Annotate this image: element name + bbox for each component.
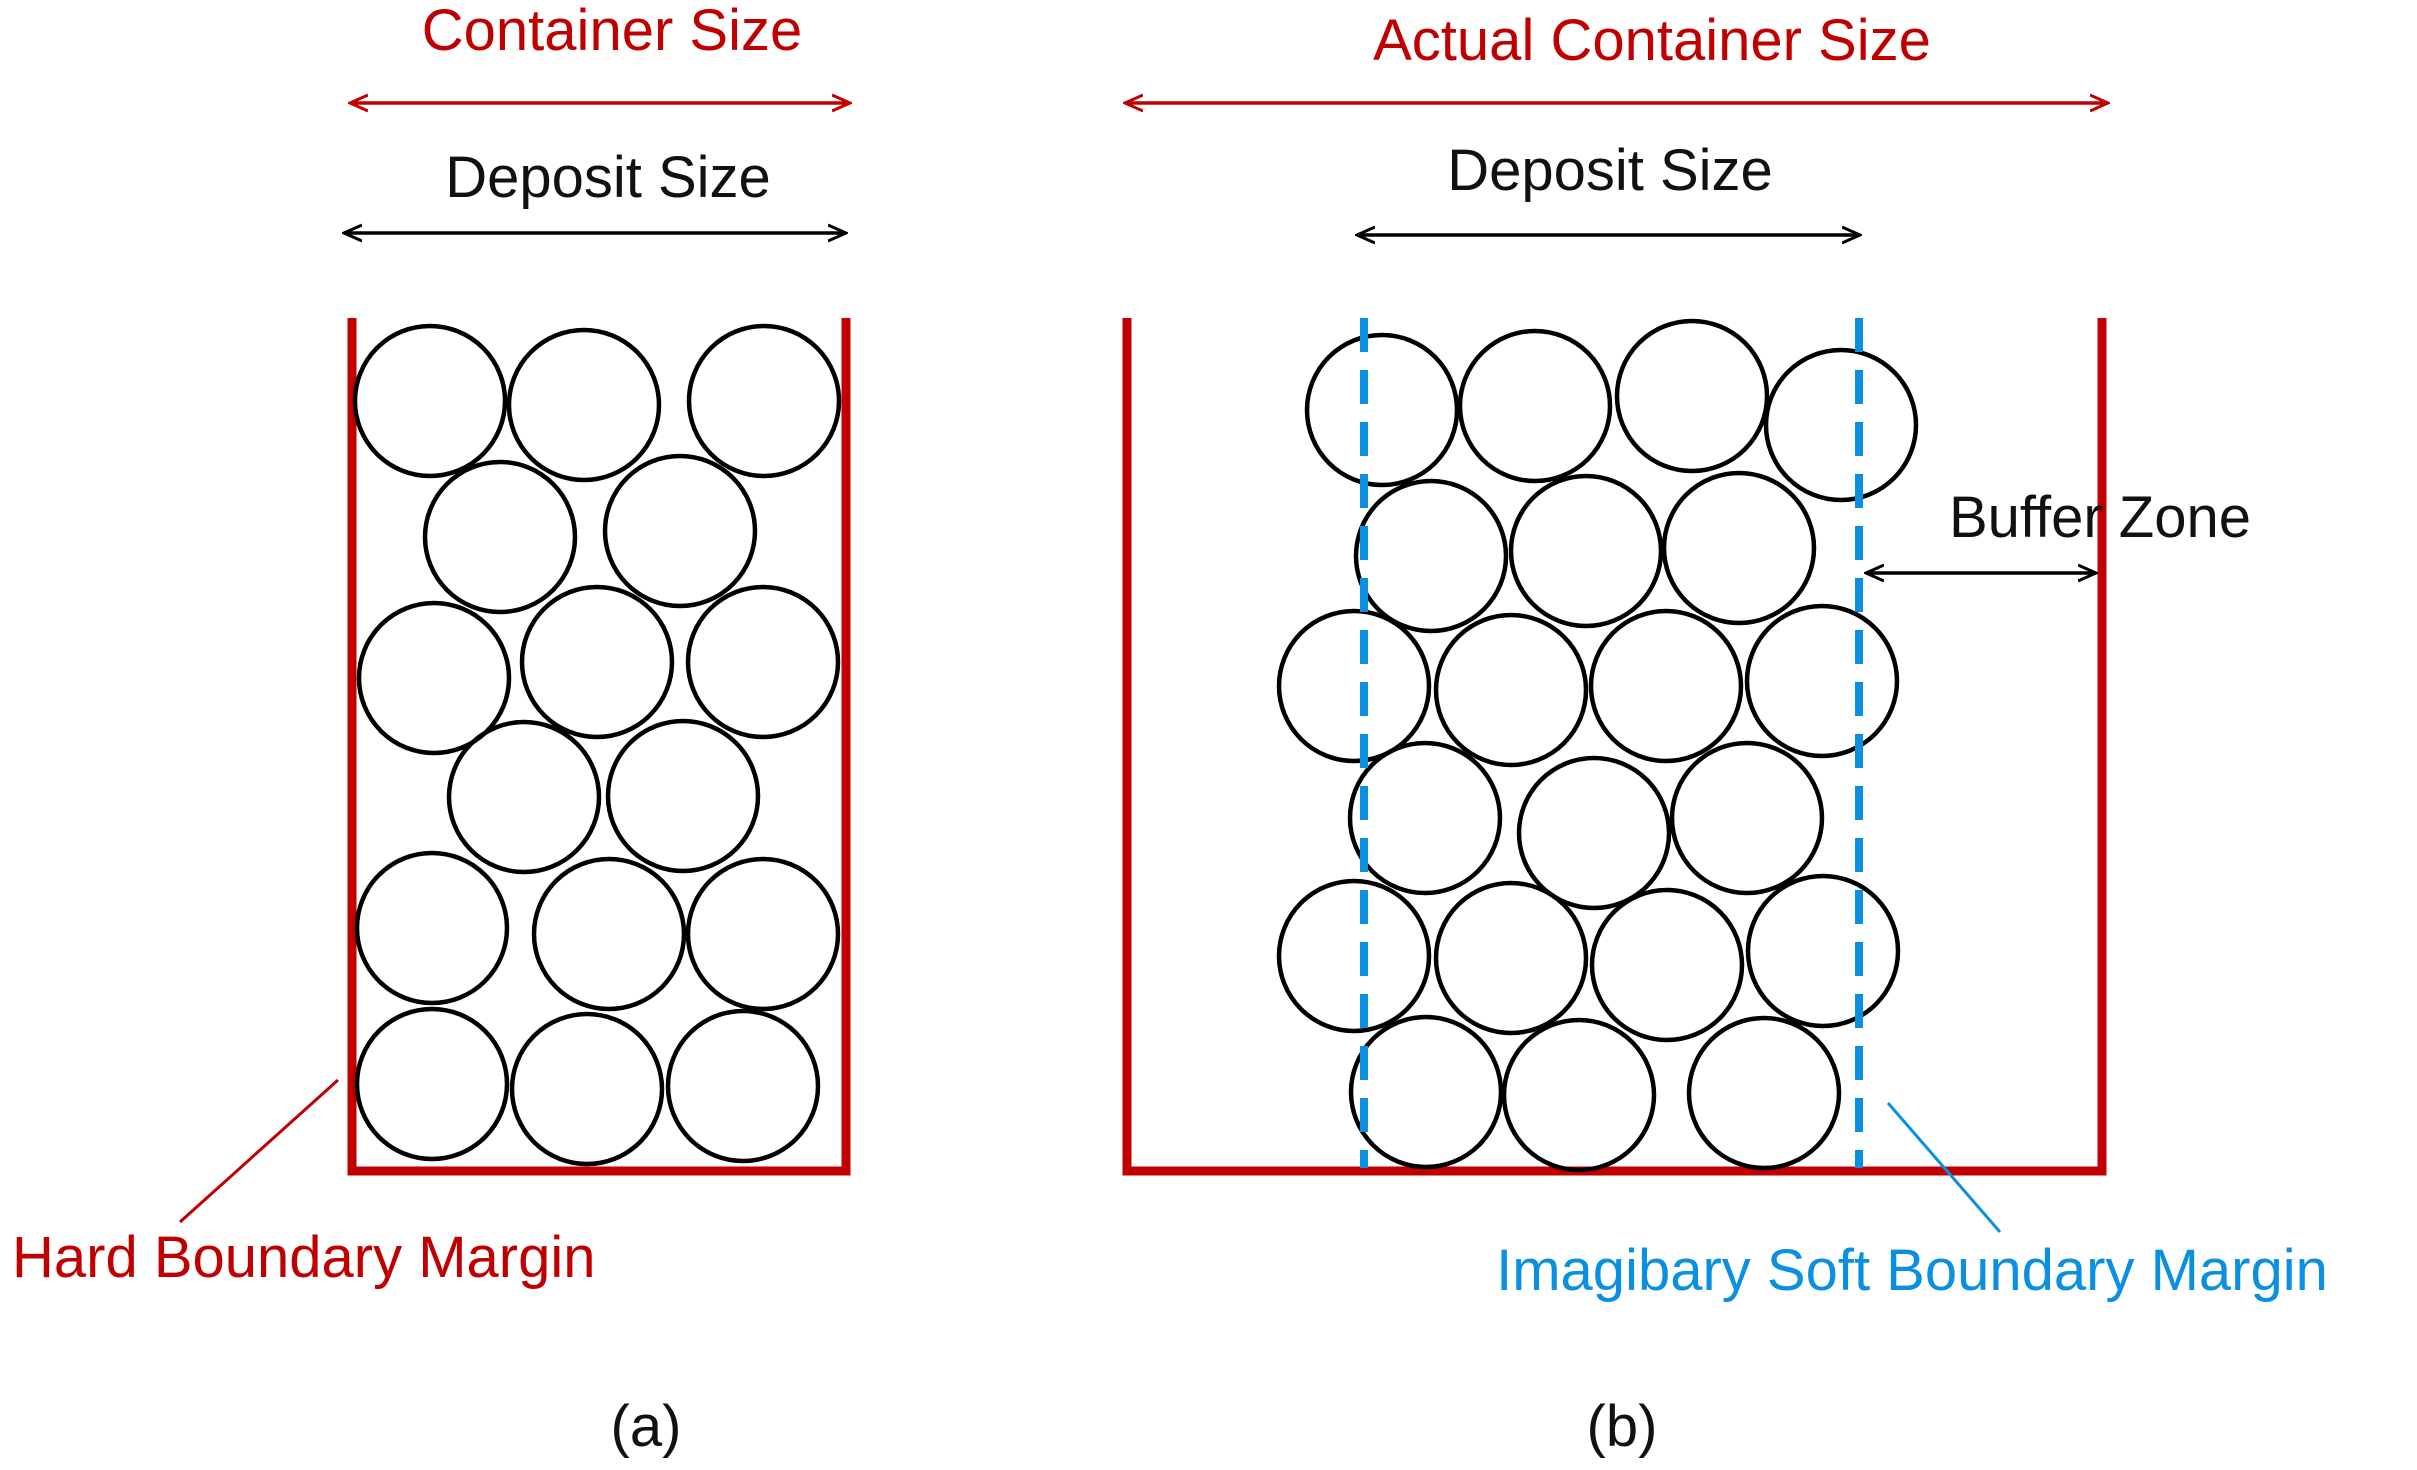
panel-b-soft-boundary-margin-label: Imagibary Soft Boundary Margin bbox=[1496, 1238, 2328, 1303]
particle bbox=[605, 718, 761, 874]
particle bbox=[1353, 478, 1509, 634]
panel-b-buffer-zone-label: Buffer Zone bbox=[1949, 485, 2251, 550]
particle bbox=[685, 584, 841, 740]
particle bbox=[1276, 608, 1432, 764]
panel-b-caption: (b) bbox=[1587, 1394, 1658, 1459]
particle bbox=[1745, 873, 1901, 1029]
panel-a: Container Size Deposit Size Hard Boundar… bbox=[12, 0, 850, 1459]
particle bbox=[1304, 332, 1460, 488]
panel-b-actual-container-size-label: Actual Container Size bbox=[1373, 8, 1931, 73]
particle bbox=[1276, 878, 1432, 1034]
panel-a-margin-leader-line bbox=[178, 1078, 340, 1224]
particle bbox=[1588, 608, 1744, 764]
particle bbox=[509, 1011, 665, 1167]
particle bbox=[1763, 347, 1919, 503]
particle bbox=[685, 856, 841, 1012]
particle bbox=[1501, 1017, 1657, 1173]
particle bbox=[352, 323, 508, 479]
particle bbox=[1433, 880, 1589, 1036]
panel-b-deposit-size-label: Deposit Size bbox=[1447, 138, 1773, 203]
particle bbox=[354, 850, 510, 1006]
particle bbox=[531, 856, 687, 1012]
panel-b-particles bbox=[1276, 318, 1919, 1173]
particle bbox=[602, 453, 758, 609]
panel-a-deposit-size-label: Deposit Size bbox=[445, 145, 771, 210]
panel-a-caption: (a) bbox=[611, 1394, 682, 1459]
panel-a-container-size-label: Container Size bbox=[422, 0, 802, 63]
particle bbox=[1433, 612, 1589, 768]
particle bbox=[506, 327, 662, 483]
particle bbox=[1661, 470, 1817, 626]
particle bbox=[665, 1008, 821, 1164]
particle bbox=[1348, 1014, 1504, 1170]
particle bbox=[1686, 1015, 1842, 1171]
panel-b: Actual Container Size Deposit Size bbox=[1122, 8, 2328, 1459]
particle bbox=[1457, 328, 1613, 484]
particle bbox=[1347, 740, 1503, 896]
particle bbox=[1508, 473, 1664, 629]
particle bbox=[356, 600, 512, 756]
particle bbox=[422, 459, 578, 615]
panel-a-hard-container bbox=[347, 318, 851, 1176]
particle bbox=[446, 719, 602, 875]
particle bbox=[1614, 318, 1770, 474]
particle bbox=[1744, 603, 1900, 759]
particle bbox=[686, 323, 842, 479]
particle bbox=[1516, 755, 1672, 911]
particle bbox=[354, 1006, 510, 1162]
panel-a-hard-boundary-margin-label: Hard Boundary Margin bbox=[12, 1225, 596, 1290]
particle bbox=[1589, 887, 1745, 1043]
panel-b-soft-boundary-lines bbox=[1360, 318, 1863, 1168]
particle bbox=[1669, 740, 1825, 896]
particle bbox=[519, 584, 675, 740]
panel-b-soft-margin-leader-line bbox=[1886, 1102, 2002, 1233]
panel-b-actual-container bbox=[1122, 318, 2107, 1176]
panel-a-particles bbox=[352, 323, 842, 1167]
